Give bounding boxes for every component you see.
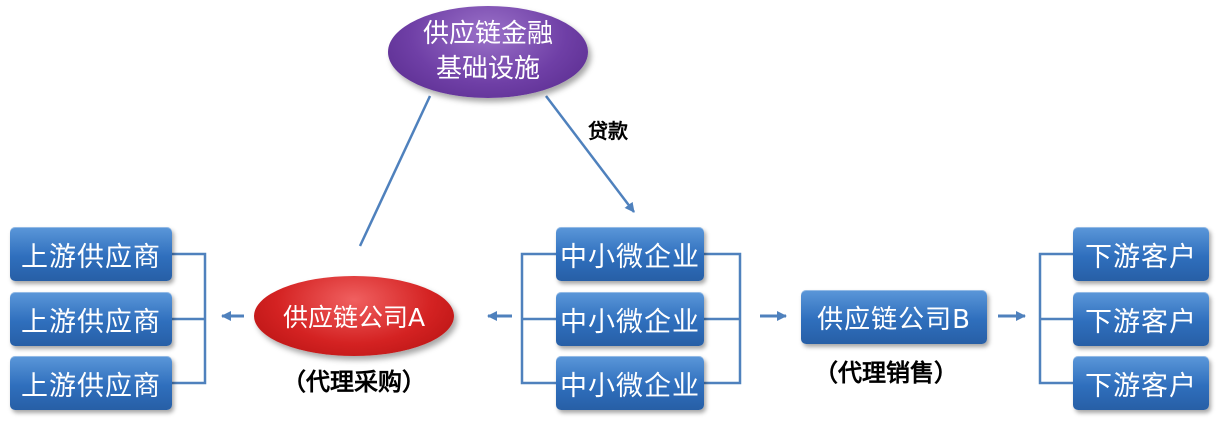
- loan-label: 贷款: [588, 119, 628, 143]
- upstream-supplier-box: 上游供应商: [10, 292, 172, 346]
- downstream-customer-box: 下游客户: [1073, 292, 1209, 346]
- line-companyA-to-infrastructure: [358, 95, 432, 247]
- company-a-node: 供应链公司A: [254, 276, 454, 356]
- downstream-bracket: [1038, 252, 1073, 385]
- infrastructure-label-line1: 供应链金融: [422, 19, 553, 49]
- agent-sales-label: （代理销售）: [814, 359, 958, 387]
- sme-box: 中小微企业: [556, 227, 704, 281]
- loan-arrow: [545, 95, 635, 213]
- downstream-customer-box: 下游客户: [1073, 356, 1209, 410]
- agent-purchase-label: （代理采购）: [282, 368, 426, 396]
- infrastructure-label-line2: 基础设施: [435, 54, 540, 84]
- downstream-customer-box: 下游客户: [1073, 227, 1209, 281]
- sme-right-bracket: [704, 252, 742, 385]
- sme-box: 中小微企业: [556, 292, 704, 346]
- company-b-node: 供应链公司B: [801, 290, 987, 344]
- sme-box: 中小微企业: [556, 356, 704, 410]
- upstream-bracket: [172, 252, 207, 385]
- sme-left-bracket: [520, 252, 556, 385]
- upstream-supplier-box: 上游供应商: [10, 356, 172, 410]
- infrastructure-node: 供应链金融 基础设施: [388, 6, 588, 98]
- upstream-supplier-box: 上游供应商: [10, 227, 172, 281]
